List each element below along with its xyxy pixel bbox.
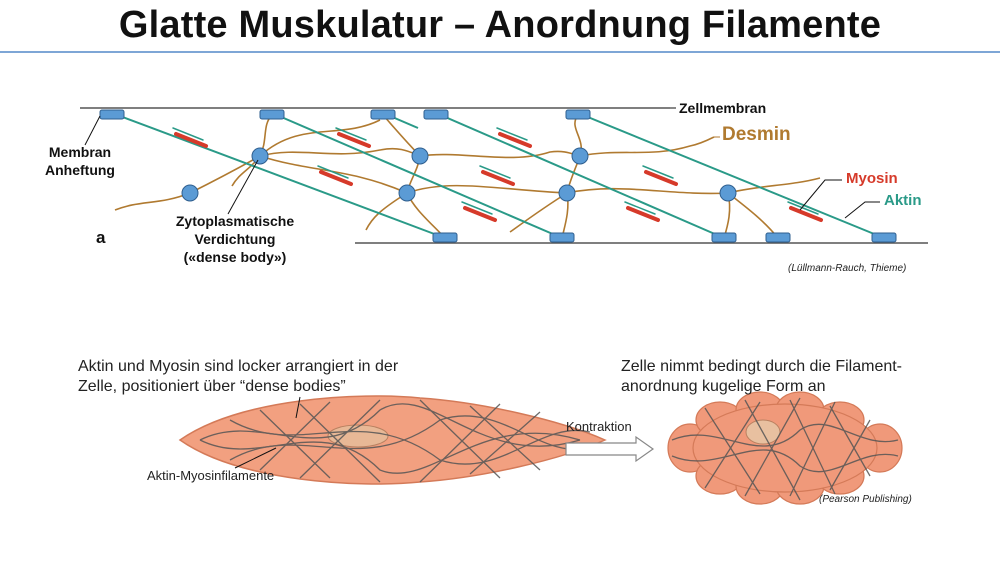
label-aktin: Aktin (884, 192, 922, 209)
dense-bodies (181, 147, 737, 202)
source-credit-lower: (Pearson Publishing) (819, 494, 912, 505)
label-dense-body-line-1: Zytoplasmatische (175, 213, 295, 229)
caption-left-line-1: Aktin und Myosin sind locker arrangiert … (78, 358, 399, 375)
caption-pointer-dense-bodies (295, 396, 301, 419)
slide-title: Glatte Muskulatur – Anordnung Filamente (118, 4, 882, 46)
panel-letter: a (96, 228, 106, 247)
caption-left-line-2: Zelle, positioniert über “dense bodies” (78, 378, 346, 395)
label-desmin: Desmin (722, 124, 791, 145)
caption-right: Zelle nimmt bedingt durch die Filament- … (621, 357, 902, 397)
contraction-arrow (565, 435, 655, 463)
contraction-label: Kontraktion (566, 419, 632, 434)
relaxed-smooth-muscle-cell (178, 395, 607, 485)
caption-right-line-2: anordnung kugelige Form an (621, 378, 826, 395)
label-cell-membrane: Zellmembran (679, 100, 767, 116)
title-divider (0, 51, 1000, 53)
contracted-smooth-muscle-cell (667, 391, 903, 505)
label-myosin: Myosin (846, 170, 898, 187)
membrane-attachments (99, 109, 897, 243)
filament-label: Aktin-Myosinfilamente (147, 468, 275, 483)
label-dense-body-line-2: Verdichtung (194, 231, 276, 247)
label-membrane-attachment: Membran Anheftung (30, 143, 130, 179)
label-leaders (84, 107, 880, 219)
source-credit-upper: (Lüllmann-Rauch, Thieme) (788, 263, 907, 274)
label-dense-body: Zytoplasmatische Verdichtung («dense bod… (165, 212, 305, 266)
filament-label-pointer (234, 447, 277, 469)
label-membrane-attachment-line-2: Anheftung (45, 162, 115, 178)
caption-left: Aktin und Myosin sind locker arrangiert … (78, 357, 398, 397)
caption-right-line-1: Zelle nimmt bedingt durch die Filament- (621, 358, 903, 375)
label-membrane-attachment-line-1: Membran (48, 144, 112, 160)
myosin-filaments (172, 127, 823, 222)
actin-filaments (111, 112, 885, 239)
label-dense-body-line-3: («dense body») (183, 249, 287, 265)
